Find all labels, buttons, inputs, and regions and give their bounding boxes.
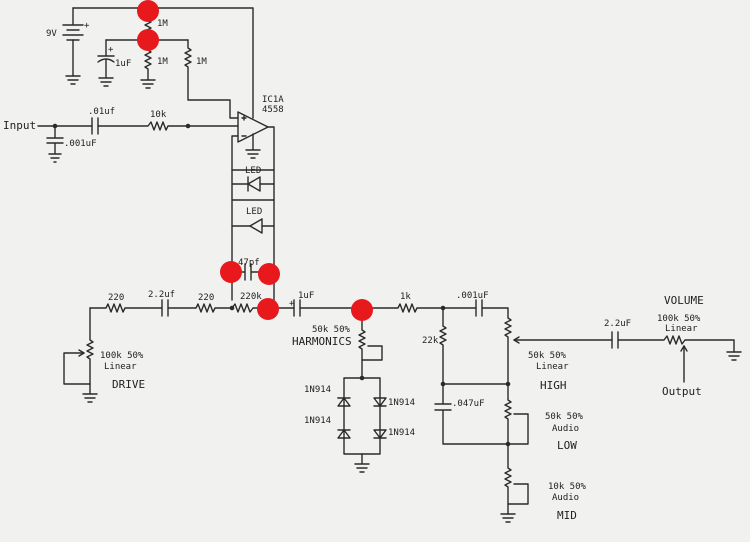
- drive-section: [63, 299, 295, 403]
- pot-high-label: 50k 50%: [528, 351, 566, 361]
- volume-label: VOLUME: [664, 294, 704, 307]
- pot-mid-label: 10k 50%: [548, 482, 586, 492]
- d3-label: 1N914: [304, 416, 332, 426]
- c-input-shunt-label: .001uF: [64, 139, 97, 149]
- input-stage: [37, 117, 239, 163]
- clipping-leds: [231, 169, 275, 281]
- drive-label: DRIVE: [112, 378, 146, 391]
- marker-5[interactable]: [257, 298, 279, 320]
- low-label: LOW: [557, 439, 577, 452]
- pot-high-taper-label: Linear: [536, 362, 569, 372]
- c-low-label: .047uF: [452, 399, 485, 409]
- op-amp-ic1a: [231, 111, 275, 301]
- pot-low-label: 50k 50%: [545, 412, 583, 422]
- harmonics-section: [293, 299, 477, 473]
- ic-part-label: 4558: [262, 105, 284, 115]
- marker-3[interactable]: [220, 261, 242, 283]
- tone-stack: [434, 299, 613, 523]
- marker-2[interactable]: [137, 29, 159, 51]
- c-bias-plus-label: +: [108, 45, 114, 55]
- r-drive1-label: 220: [108, 293, 125, 303]
- c-high-label: .001uF: [456, 291, 489, 301]
- r-input-label: 10k: [150, 110, 167, 120]
- pot-mid-taper-label: Audio: [552, 493, 580, 503]
- output-section: [611, 331, 742, 383]
- d1-label: 1N914: [304, 385, 332, 395]
- pot-volume-taper-label: Linear: [665, 324, 698, 334]
- c-drive-label: 2.2uf: [148, 290, 176, 300]
- pot-drive-label: 100k 50%: [100, 351, 144, 361]
- high-label: HIGH: [540, 379, 567, 392]
- d4-label: 1N914: [388, 428, 416, 438]
- input-label: Input: [3, 119, 37, 132]
- marker-1[interactable]: [137, 0, 159, 22]
- r-bias-b-label: 1M: [196, 57, 207, 67]
- c-bias-label: 1uF: [115, 59, 132, 69]
- r-bias-top-label: 1M: [157, 19, 168, 29]
- c-out-label: 2.2uF: [604, 319, 632, 329]
- marker-4[interactable]: [258, 263, 280, 285]
- pot-harmonics-label: 50k 50%: [312, 325, 350, 335]
- annotation-markers: [137, 0, 373, 321]
- c-feedback-label: 47pf: [238, 258, 260, 268]
- pot-drive-taper-label: Linear: [104, 362, 137, 372]
- mid-label: MID: [557, 509, 577, 522]
- r-1k-label: 1k: [400, 292, 411, 302]
- d2-label: 1N914: [388, 398, 416, 408]
- c-input-label: .01uf: [88, 107, 116, 117]
- battery-voltage-label: 9V: [46, 29, 57, 39]
- r-feedback-label: 220k: [240, 292, 262, 302]
- pot-volume-label: 100k 50%: [657, 314, 701, 324]
- harmonics-label: HARMONICS: [292, 335, 352, 348]
- output-label: Output: [662, 385, 702, 398]
- bias-network: [62, 7, 254, 119]
- c-coupling-label: 1uF: [298, 291, 315, 301]
- ic-name-label: IC1A: [262, 95, 284, 105]
- r-drive2-label: 220: [198, 293, 215, 303]
- marker-6[interactable]: [351, 299, 373, 321]
- c-coupling-plus-label: +: [289, 299, 295, 309]
- r-22k-label: 22k: [422, 336, 439, 346]
- r-bias-a-label: 1M: [157, 57, 168, 67]
- led1-label: LED: [245, 166, 262, 176]
- battery-plus-label: +: [84, 21, 90, 31]
- pot-low-taper-label: Audio: [552, 424, 580, 434]
- led2-label: LED: [246, 207, 263, 217]
